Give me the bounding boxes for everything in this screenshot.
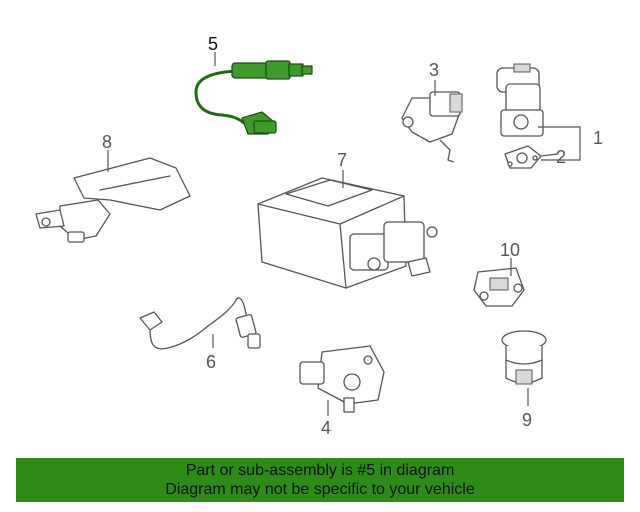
callout-3: 3 (429, 60, 439, 80)
callout-7: 7 (337, 150, 347, 170)
part-2-gasket[interactable] (504, 145, 542, 169)
callout-6: 6 (206, 352, 216, 372)
part-4-solenoid[interactable] (299, 345, 385, 413)
leader-lines (107, 52, 581, 416)
part-8-bracket[interactable] (35, 157, 191, 243)
part-1-egr-valve[interactable] (496, 63, 544, 137)
callout-4: 4 (321, 418, 331, 438)
part-9-filter[interactable] (501, 330, 547, 385)
banner-line-2: Diagram may not be specific to your vehi… (165, 481, 475, 498)
part-7-canister[interactable] (257, 177, 438, 289)
callout-1: 1 (593, 128, 603, 148)
diagram-notice-banner: Part or sub-assembly is #5 in diagram Di… (16, 458, 624, 502)
part-10-valve[interactable] (473, 267, 525, 307)
part-3-solenoid[interactable] (401, 91, 463, 163)
callout-2: 2 (556, 147, 566, 167)
part-6-sensor[interactable] (139, 297, 261, 350)
callout-9: 9 (522, 410, 532, 430)
callout-8: 8 (102, 132, 112, 152)
callout-5: 5 (208, 34, 218, 54)
banner-line-1: Part or sub-assembly is #5 in diagram (185, 462, 455, 479)
callouts: 5 3 1 2 8 7 10 6 4 9 (102, 34, 603, 438)
part-5-oxygen-sensor[interactable] (194, 60, 313, 135)
parts-diagram: 5 3 1 2 8 7 10 6 4 9 (35, 34, 603, 438)
callout-10: 10 (500, 240, 520, 260)
